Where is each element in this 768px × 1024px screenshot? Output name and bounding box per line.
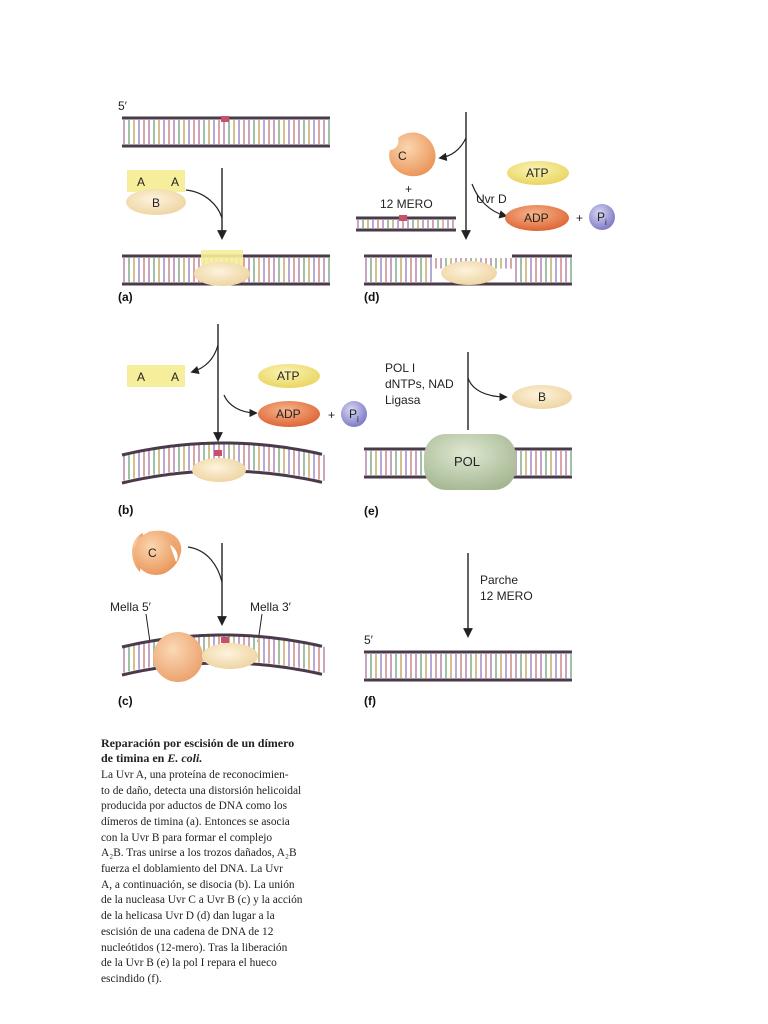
nick-5-label: Mella 5′ <box>110 600 152 614</box>
atp-molecule-b <box>258 364 320 388</box>
uvr-a-label: A <box>137 370 145 384</box>
panel-label-b: (b) <box>118 503 133 517</box>
oligo-12mer-label: 12 MERO <box>380 197 433 211</box>
caption-line: de la helicasa Uvr D (d) dan lugar a la <box>101 910 275 923</box>
uvr-b-bound-d <box>441 261 497 285</box>
uvr-a2b-complex: A A B <box>126 170 186 215</box>
caption-title-line-2: de timina en E. coli. <box>101 751 351 766</box>
uvr-c-released <box>389 132 436 177</box>
plus-sign: + <box>576 211 583 225</box>
caption-line: fuerza el doblamiento del DNA. La Uvr <box>101 863 283 876</box>
panel-label-f: (f) <box>364 694 376 708</box>
atp-hydrolysis-arrow-d <box>471 183 508 219</box>
binding-curve-c <box>187 546 223 583</box>
uvr-a-protein <box>127 170 185 192</box>
dna-polymerase-i <box>424 434 516 490</box>
pol-label: POL <box>454 454 480 469</box>
thymine-dimer-lesion <box>221 116 229 122</box>
uvr-a-released <box>127 365 185 387</box>
adp-label: ADP <box>276 407 301 421</box>
panel-label-d: (d) <box>364 290 379 304</box>
uvr-c-notch <box>170 545 178 562</box>
uvr-a-label: A <box>137 175 145 189</box>
uvr-b-bound-b <box>192 458 246 482</box>
caption-body: La Uvr A, una proteína de reconocimien-t… <box>101 768 351 988</box>
phosphate-subscript: i <box>357 415 359 424</box>
caption-title: Reparación por escisión de un dímero de … <box>101 736 351 767</box>
phosphate-label: P <box>597 210 605 224</box>
uvr-c-label: C <box>398 149 407 163</box>
dntps-label: dNTPs, NAD <box>385 377 454 391</box>
uvr-b-label: B <box>538 390 546 404</box>
nick-5-pointer <box>145 613 151 643</box>
five-prime-label-a: 5′ <box>118 99 128 113</box>
uvr-b-bound-c <box>202 643 258 669</box>
caption-line: escindido (f). <box>101 972 162 985</box>
atp-label: ATP <box>277 369 299 383</box>
caption-title-text: de timina en <box>101 751 168 766</box>
lesion-c <box>221 637 229 643</box>
caption-line: La Uvr A, una proteína de reconocimien- <box>101 768 289 781</box>
caption-line: nucleótidos (12-mero). Tras la liberació… <box>101 941 288 954</box>
caption-line: de la nucleasa Uvr C a Uvr B (c) y la ac… <box>101 894 303 907</box>
pol-i-label: POL I <box>385 361 415 375</box>
atp-molecule-d <box>507 161 569 185</box>
uvr-b-protein <box>126 189 186 215</box>
caption-line: A₂B. Tras unirse a los trozos dañados, A… <box>101 847 297 860</box>
binding-curve-a <box>185 189 223 219</box>
phosphate-label: P <box>349 407 357 421</box>
lesion-d <box>399 215 407 221</box>
caption-title-line-1: Reparación por escisión de un dímero <box>101 736 295 750</box>
uvr-b-label: B <box>152 196 160 210</box>
release-arrow-c <box>438 137 467 162</box>
patch-12mer-label: 12 MERO <box>480 589 533 603</box>
uvr-b-released <box>512 385 572 409</box>
caption-title-species: E. coli. <box>167 751 203 766</box>
uvr-b-bound <box>194 262 250 286</box>
caption-line: escisión de una cadena de DNA de 12 <box>101 925 274 938</box>
adp-molecule-b <box>258 401 320 427</box>
caption-line: con la Uvr B para formar el complejo <box>101 831 273 844</box>
panel-label-c: (c) <box>118 694 133 708</box>
patch-label: Parche <box>480 573 518 587</box>
uvr-c-body <box>134 531 178 575</box>
adp-molecule-d <box>505 205 569 231</box>
dna-duplex-f-repaired <box>364 650 572 682</box>
phosphate-molecule-d <box>589 204 615 230</box>
lesion-b <box>214 450 222 456</box>
phosphate-subscript: i <box>605 218 607 227</box>
adp-label: ADP <box>524 211 549 225</box>
uvr-a-label: A <box>171 370 179 384</box>
five-prime-label-f: 5′ <box>364 633 374 647</box>
panel-label-e: (e) <box>364 504 379 518</box>
phosphate-molecule-b <box>341 401 367 427</box>
caption-line: de la Uvr B (e) la pol I repara el hueco <box>101 957 277 970</box>
ligase-label: Ligasa <box>385 393 421 407</box>
atp-hydrolysis-arrow-b <box>223 394 258 418</box>
release-arrow-uvr-a <box>190 344 219 375</box>
plus-sign: + <box>405 182 412 196</box>
panel-label-a: (a) <box>118 290 133 304</box>
figure-caption: Reparación por escisión de un dímero de … <box>101 736 351 988</box>
caption-line: to de daño, detecta una distorsión helic… <box>101 784 302 797</box>
nick-3-label: Mella 3′ <box>250 600 292 614</box>
release-arrow-b-e <box>467 377 508 402</box>
caption-line: A, a continuación, se disocia (b). La un… <box>101 878 295 891</box>
uvr-c-bound <box>153 632 203 682</box>
plus-sign: + <box>328 408 335 422</box>
dna-duplex-a-top <box>122 116 330 148</box>
caption-line: dímeros de timina (a). Entonces se asoci… <box>101 815 290 828</box>
atp-label: ATP <box>526 166 548 180</box>
uvr-c-label: C <box>148 546 157 560</box>
caption-line: producida por aductos de DNA como los <box>101 800 288 813</box>
uvr-a-label: A <box>171 175 179 189</box>
